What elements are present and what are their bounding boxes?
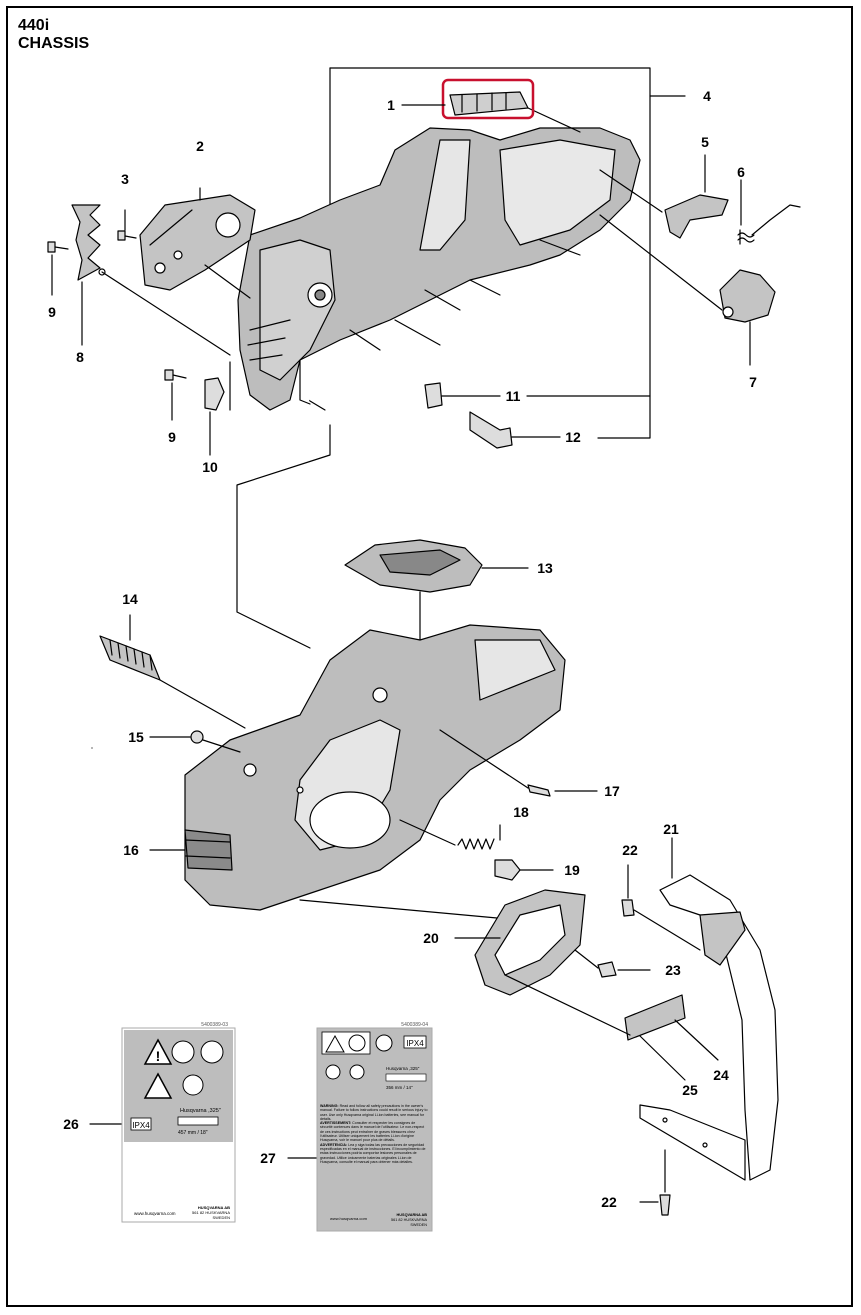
callout-17: 17	[604, 783, 620, 799]
connector-line	[236, 424, 331, 649]
svg-text:!: !	[156, 1048, 161, 1064]
label-27-avert-text: Consulter et respecter les consignes de …	[320, 1121, 425, 1143]
kickback-icon	[143, 1072, 173, 1099]
callout-7: 7	[749, 374, 757, 390]
part-20-grip	[299, 889, 586, 996]
callout-18: 18	[513, 804, 529, 820]
part-7-lever	[599, 214, 776, 366]
callout-23: 23	[665, 962, 681, 978]
part-2-plate	[139, 187, 256, 299]
callout-25: 25	[682, 1082, 698, 1098]
chassis-body	[237, 127, 641, 411]
callout-5: 5	[701, 134, 709, 150]
part-6-spring	[737, 179, 801, 245]
ear-protection-icon	[200, 1040, 224, 1064]
callout-8: 8	[76, 349, 84, 365]
callout-9-lower: 9	[168, 429, 176, 445]
label-27-warning-text: Read and follow all safety precautions i…	[320, 1104, 428, 1121]
label-27-avert-title: AVERTISSEMENT:	[320, 1121, 352, 1126]
assembly-bracket-lines	[229, 67, 686, 439]
label-27-advert-title: ADVERTENCIA:	[320, 1142, 348, 1147]
label-26-website: www.husqvarna.com	[134, 1211, 176, 1216]
read-manual-icon-27	[348, 1034, 366, 1052]
callout-19: 19	[564, 862, 580, 878]
label-27-country: SWEDEN	[410, 1223, 427, 1227]
part-12-rod	[469, 411, 561, 449]
callout-22-upper: 22	[622, 842, 638, 858]
part-21-hand-guard	[639, 837, 779, 1181]
callout-27: 27	[260, 1150, 276, 1166]
label-26-ipx: IPX4	[132, 1121, 150, 1130]
chassis-pins	[299, 239, 581, 411]
label-26-barsize: 457 mm / 18"	[178, 1130, 208, 1136]
callout-14: 14	[122, 591, 138, 607]
label-27-ipx: IPX4	[406, 1039, 424, 1048]
callout-10: 10	[202, 459, 218, 475]
part-1-bracket	[449, 91, 581, 133]
part-5-trigger	[599, 154, 729, 239]
part-10-clip	[204, 377, 225, 456]
label-27-address: 561 82 HUSKVARNA	[391, 1218, 427, 1222]
part-13-top-cover	[344, 539, 529, 641]
callout-4: 4	[703, 88, 711, 104]
part-14-vent	[99, 614, 246, 729]
label-27-company: HUSQVARNA AB	[397, 1213, 428, 1217]
callout-21: 21	[663, 821, 679, 837]
warning-icon-27	[325, 1034, 345, 1053]
label-27-website: www.husqvarna.com	[330, 1216, 368, 1221]
section-title: CHASSIS	[18, 35, 90, 52]
label-26-brand: Husqvarna ,325"	[180, 1108, 221, 1114]
leader-lines	[89, 104, 446, 1159]
screws-small	[47, 209, 187, 421]
drawing-frame	[6, 6, 853, 1307]
hand-icon	[182, 1074, 204, 1096]
callout-2: 2	[196, 138, 204, 154]
callout-16: 16	[123, 842, 139, 858]
part-15-nut	[149, 730, 241, 753]
part-24-pad	[504, 974, 719, 1081]
part-17-screw	[439, 729, 598, 797]
part-19-button	[494, 859, 554, 881]
hand-icon-27	[349, 1064, 365, 1080]
part-1-highlight-box	[441, 78, 535, 120]
callout-24: 24	[713, 1067, 729, 1083]
callout-26: 26	[63, 1116, 79, 1132]
label-27-warning-title: WARNING:	[320, 1104, 339, 1108]
callout-9-upper: 9	[48, 304, 56, 320]
callout-11: 11	[505, 388, 521, 404]
kickback-icon-27	[325, 1064, 341, 1080]
callout-3: 3	[121, 171, 129, 187]
label-26-partno: 5400389-03	[201, 1022, 228, 1028]
part-11-clip	[424, 382, 501, 409]
callout-20: 20	[423, 930, 439, 946]
part-16-housing	[149, 624, 566, 911]
screws-guard	[574, 864, 701, 1216]
ear-protection-icon-27	[375, 1034, 393, 1052]
label-27-barsize: 356 mm / 14"	[386, 1085, 413, 1090]
label-27-advert-text: Lea y siga todas las precauciones de seg…	[320, 1142, 426, 1164]
callout-6: 6	[737, 164, 745, 180]
label-26-company: HUSQVARNA AB	[198, 1205, 230, 1210]
label-27-partno: 5400389-04	[401, 1022, 428, 1028]
callout-12: 12	[565, 429, 581, 445]
read-manual-icon	[171, 1040, 195, 1064]
model-title: 440i	[18, 17, 50, 34]
label-26: 5400389-03 ! Husqvarna ,325" 457 mm / 18…	[121, 1022, 236, 1223]
warning-icon	[143, 1038, 173, 1065]
label-27: 5400389-04 IPX4 Husqvarna ,325" 356 mm /…	[316, 1022, 433, 1232]
callout-15: 15	[128, 729, 144, 745]
part-8-bumper	[71, 204, 231, 356]
part-18-spring	[399, 819, 501, 850]
label-27-brand: Husqvarna ,325"	[386, 1066, 420, 1071]
callout-1: 1	[387, 97, 395, 113]
label-26-address: 561 82 HUSKVARNA	[192, 1210, 230, 1215]
callout-22-lower: 22	[601, 1194, 617, 1210]
callout-13: 13	[537, 560, 553, 576]
label-26-country: SWEDEN	[212, 1215, 230, 1220]
